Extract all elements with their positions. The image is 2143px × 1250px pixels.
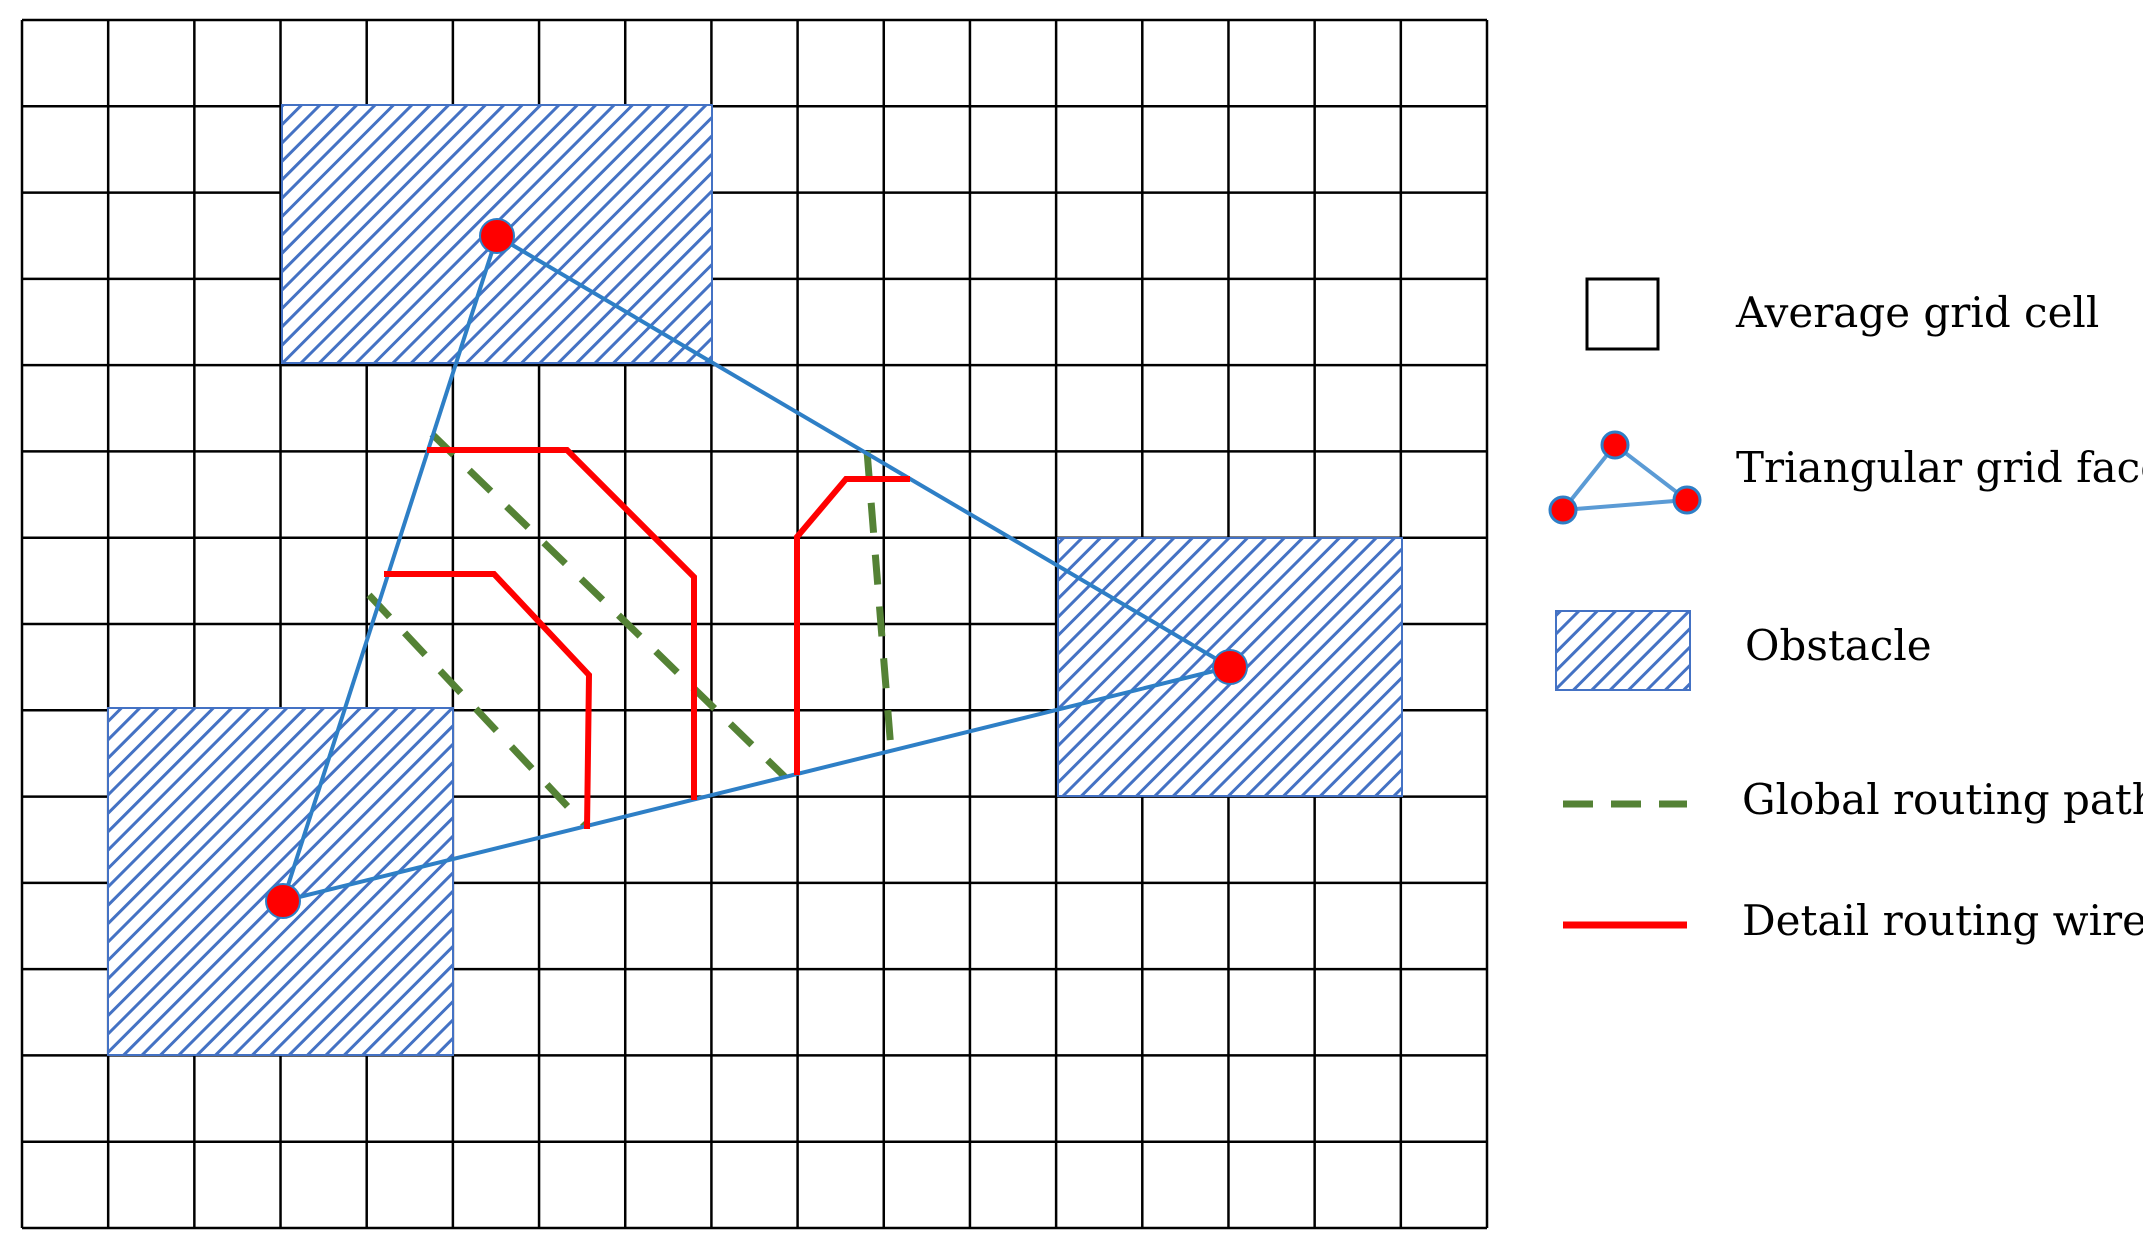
- legend-label-triangle: Triangular grid face: [1736, 443, 2143, 492]
- hatched-obstacle-icon: [1555, 610, 1691, 691]
- legend-item-global-path: Global routing path: [1563, 775, 2143, 824]
- detail-routing-wires: [384, 447, 910, 830]
- global-routing-paths: [366, 431, 895, 828]
- global-path-1: [366, 592, 588, 828]
- triangular-grid-face: [281, 234, 1232, 903]
- grid-cell-swatch-icon: [1585, 277, 1660, 351]
- detail-wire-2: [427, 447, 697, 800]
- legend-label-grid-cell: Average grid cell: [1735, 288, 2099, 337]
- legend: Average grid cell Triangular grid face O…: [1548, 277, 2143, 945]
- global-path-3: [863, 450, 895, 751]
- legend-item-detail-wire: Detail routing wire: [1563, 896, 2143, 945]
- triangle-vertices: [265, 218, 1248, 919]
- triangle-edge-bottom: [282, 665, 1231, 903]
- legend-label-global-path: Global routing path: [1742, 775, 2143, 824]
- legend-label-detail-wire: Detail routing wire: [1742, 896, 2143, 945]
- triangle-face-icon: [1548, 430, 1702, 525]
- legend-label-obstacle: Obstacle: [1745, 621, 1932, 670]
- vertex-right: [1212, 649, 1248, 685]
- triangle-edge-top: [495, 234, 1232, 669]
- obstacle-bottom-left: [107, 707, 454, 1056]
- detail-wire-3: [794, 476, 910, 775]
- global-path-2: [429, 431, 788, 780]
- legend-item-obstacle: Obstacle: [1555, 610, 1932, 691]
- legend-item-triangle: Triangular grid face: [1548, 430, 2143, 525]
- legend-item-grid-cell: Average grid cell: [1585, 277, 2099, 351]
- obstacles: [107, 104, 1403, 1056]
- triangle-edge-left: [281, 235, 499, 902]
- detail-wire-1: [384, 571, 593, 830]
- vertex-bottom-left: [265, 883, 301, 919]
- vertex-top: [479, 218, 515, 254]
